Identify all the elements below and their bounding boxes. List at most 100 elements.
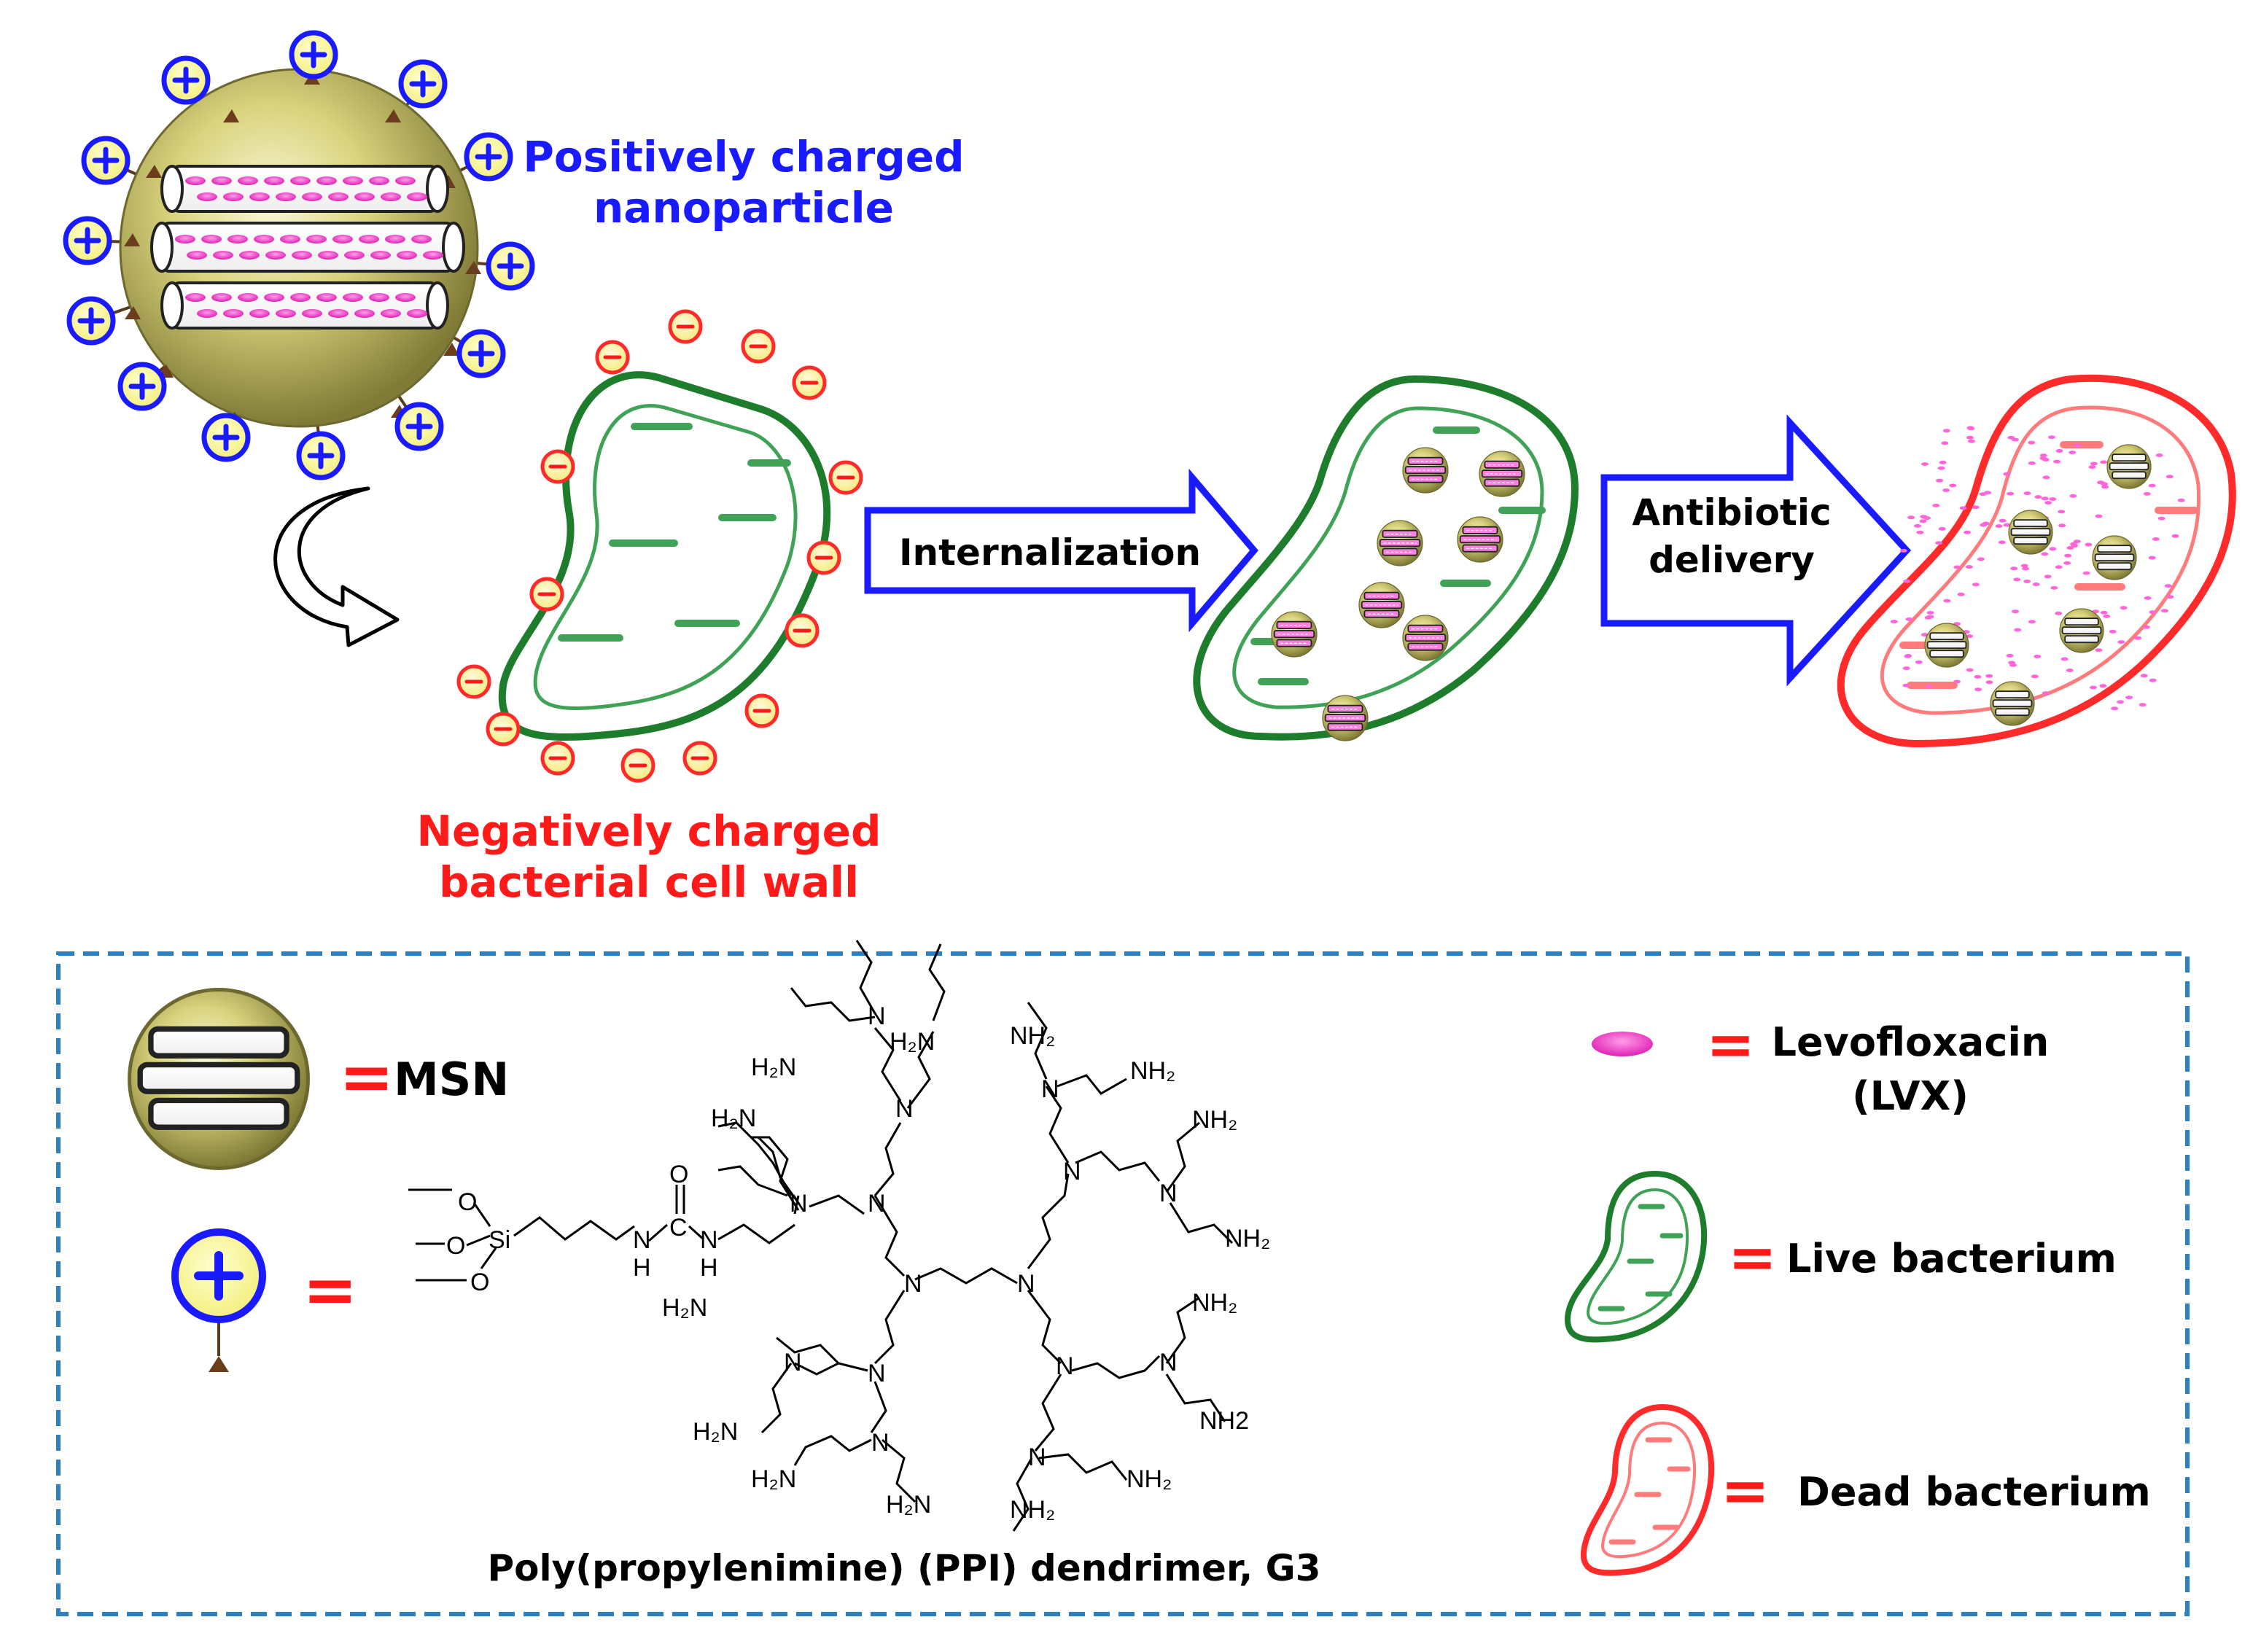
bacterium-negative-wall bbox=[498, 371, 831, 741]
levofloxacin-icon bbox=[2048, 435, 2055, 440]
levofloxacin-icon bbox=[2117, 640, 2125, 644]
levofloxacin-icon bbox=[1949, 483, 1957, 488]
amine-h2n: H₂N bbox=[890, 1028, 935, 1056]
levofloxacin-icon bbox=[2023, 491, 2031, 496]
levofloxacin-icon bbox=[254, 235, 274, 243]
levofloxacin-icon bbox=[1915, 660, 1923, 664]
levofloxacin-icon bbox=[239, 251, 260, 260]
atom-n: N bbox=[633, 1226, 651, 1254]
levofloxacin-icon bbox=[354, 192, 375, 201]
levofloxacin-icon bbox=[1921, 462, 1929, 467]
levofloxacin-icon bbox=[2039, 453, 2047, 458]
levofloxacin-icon bbox=[302, 309, 322, 318]
levofloxacin-icon bbox=[411, 235, 432, 243]
levofloxacin-icon bbox=[1939, 460, 1947, 464]
levofloxacin-icon bbox=[290, 176, 311, 185]
equals-sign: = bbox=[1706, 1010, 1755, 1078]
levofloxacin-icon bbox=[223, 309, 244, 318]
levofloxacin-icon bbox=[328, 309, 349, 318]
levofloxacin-icon bbox=[2082, 571, 2090, 575]
amine-h2n: H₂N bbox=[711, 1104, 756, 1132]
levofloxacin-icon bbox=[1977, 557, 1985, 561]
atom-n: N bbox=[1041, 1075, 1059, 1103]
levofloxacin-icon bbox=[2058, 510, 2066, 514]
levofloxacin-icon bbox=[185, 293, 206, 302]
levofloxacin-icon bbox=[2125, 696, 2133, 700]
levofloxacin-icon bbox=[2100, 460, 2108, 464]
levofloxacin-icon bbox=[2060, 657, 2069, 661]
levofloxacin-icon bbox=[2095, 648, 2103, 652]
levofloxacin-icon bbox=[2044, 574, 2052, 579]
levofloxacin-icon bbox=[2041, 552, 2049, 556]
levofloxacin-icon bbox=[1926, 615, 1934, 619]
levofloxacin-icon bbox=[1932, 503, 1940, 507]
levofloxacin-icon bbox=[2022, 566, 2029, 571]
levofloxacin-icon bbox=[2028, 461, 2036, 465]
levofloxacin-icon bbox=[1907, 515, 1915, 520]
levofloxacin-icon bbox=[2149, 610, 2157, 615]
levofloxacin-icon bbox=[385, 235, 405, 243]
levofloxacin-icon bbox=[2066, 669, 2074, 672]
levofloxacin-icon bbox=[1899, 548, 1907, 553]
atom-n: N bbox=[868, 1190, 886, 1217]
levofloxacin-icon bbox=[2034, 655, 2042, 658]
levofloxacin-icon bbox=[2055, 611, 2063, 615]
atom-n: N bbox=[871, 1429, 890, 1457]
levofloxacin-icon bbox=[187, 251, 207, 260]
levofloxacin-icon bbox=[1965, 565, 1973, 569]
levofloxacin-icon bbox=[1942, 488, 1950, 492]
antibiotic-delivery-arrow: Antibiotic delivery bbox=[1600, 414, 1912, 687]
levofloxacin-icon bbox=[276, 309, 296, 318]
levofloxacin-icon bbox=[264, 293, 284, 302]
levofloxacin-icon bbox=[1985, 680, 1993, 685]
levofloxacin-icon bbox=[1995, 524, 2003, 529]
levofloxacin-icon bbox=[2165, 475, 2174, 479]
levofloxacin-icon bbox=[2144, 596, 2152, 600]
negative-label-line2: bacterial cell wall bbox=[439, 857, 859, 907]
levofloxacin-icon bbox=[423, 251, 443, 260]
levofloxacin-icon bbox=[1966, 634, 1974, 639]
levofloxacin-molecules bbox=[175, 176, 443, 318]
levofloxacin-icon bbox=[1904, 654, 1912, 658]
atom-n: N bbox=[1017, 1270, 1035, 1298]
levofloxacin-icon bbox=[1937, 466, 1945, 470]
amine-h2n: H₂N bbox=[886, 1491, 931, 1519]
levofloxacin-icon bbox=[2070, 542, 2077, 546]
levofloxacin-icon bbox=[369, 293, 389, 302]
antibiotic-delivery-label-line2: delivery bbox=[1649, 539, 1815, 581]
levofloxacin-icon bbox=[2003, 472, 2011, 476]
levofloxacin-icon bbox=[197, 309, 217, 318]
levofloxacin-icon bbox=[1941, 441, 1949, 445]
atom-h: H bbox=[633, 1254, 651, 1282]
atom-n: N bbox=[1056, 1352, 1074, 1380]
levofloxacin-icon bbox=[2039, 456, 2047, 461]
levofloxacin-icon bbox=[2041, 496, 2049, 501]
atom-o: O bbox=[669, 1161, 688, 1188]
levofloxacin-icon bbox=[2090, 461, 2098, 466]
amine-nh2: NH₂ bbox=[1010, 1022, 1055, 1050]
atom-h: H bbox=[700, 1254, 718, 1282]
amine-nh2: NH2 bbox=[1199, 1407, 1249, 1435]
levofloxacin-icon bbox=[2055, 565, 2063, 569]
levofloxacin-icon bbox=[2058, 523, 2066, 528]
levofloxacin-icon bbox=[1999, 518, 2007, 523]
atom-n: N bbox=[1063, 1158, 1081, 1185]
levofloxacin-icon bbox=[2074, 443, 2082, 448]
levofloxacin-icon bbox=[2014, 628, 2022, 632]
levofloxacin-icon bbox=[1974, 687, 1982, 692]
bacterium-dead bbox=[1837, 374, 2236, 747]
levofloxacin-icon bbox=[2148, 556, 2156, 560]
equals-sign: = bbox=[1728, 1223, 1777, 1291]
levofloxacin-icon bbox=[2050, 585, 2058, 590]
levofloxacin-icon bbox=[2111, 706, 2119, 711]
atom-n: N bbox=[1028, 1443, 1046, 1471]
levofloxacin-icon bbox=[2028, 440, 2036, 445]
levofloxacin-icon bbox=[2085, 542, 2093, 547]
curved-arrow-icon bbox=[273, 486, 400, 647]
levofloxacin-icon bbox=[2139, 703, 2147, 707]
levofloxacin-icon bbox=[369, 176, 389, 185]
levofloxacin-icon bbox=[2095, 514, 2103, 518]
levofloxacin-icon bbox=[407, 309, 427, 318]
levofloxacin-icon bbox=[1957, 592, 1965, 596]
